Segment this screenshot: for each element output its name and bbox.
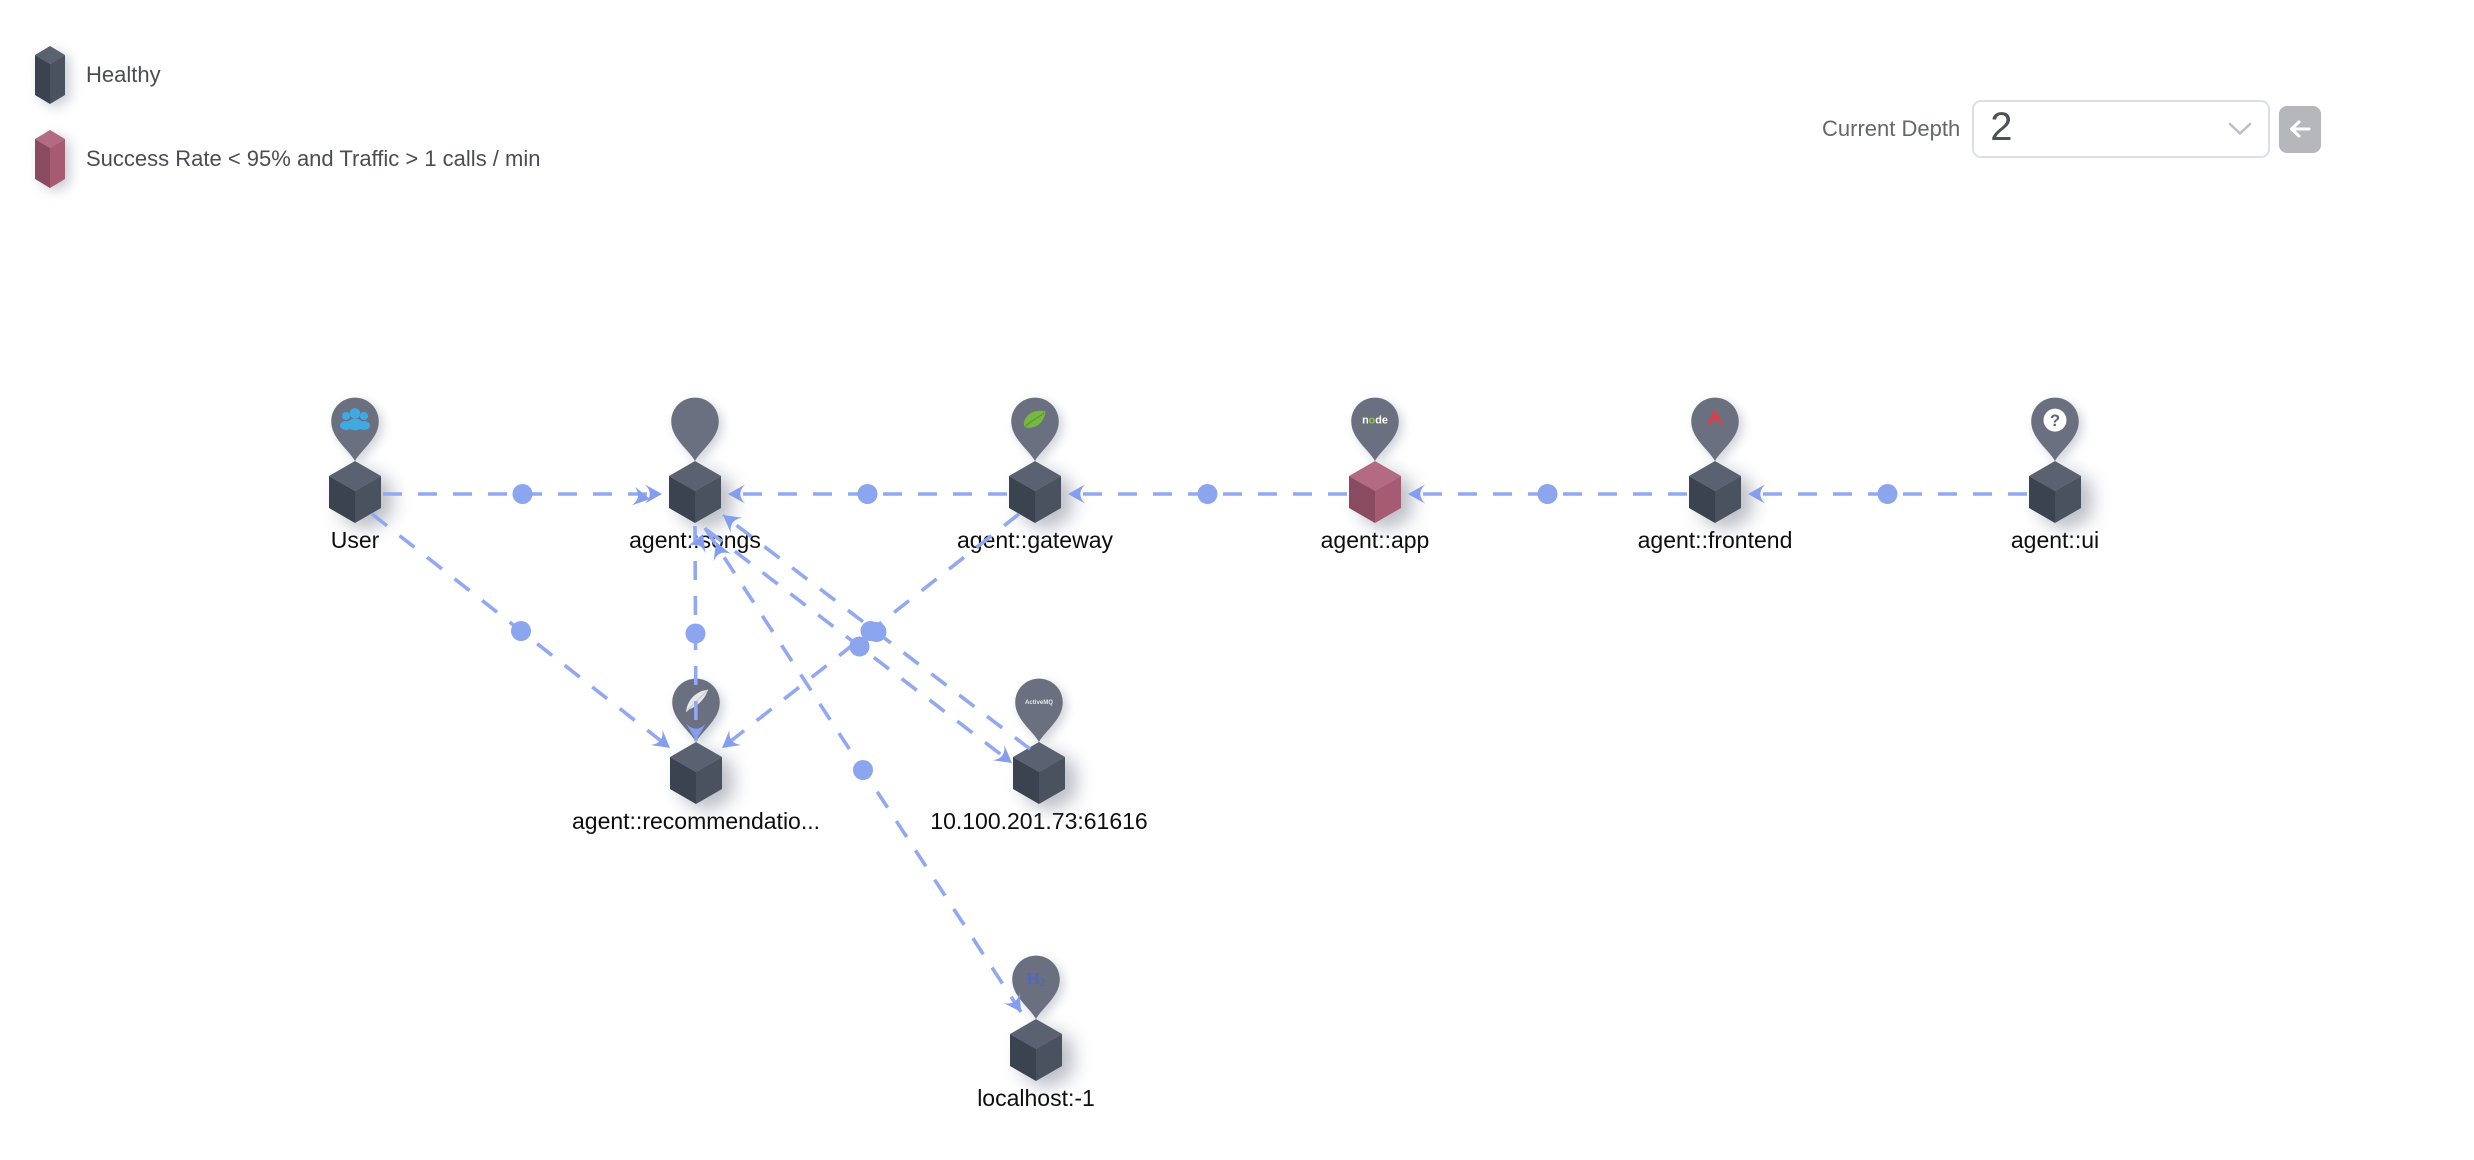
service-cube-healthy xyxy=(1013,742,1065,804)
edge-midpoint-dot xyxy=(860,621,881,641)
edge-midpoint-dot xyxy=(849,636,870,657)
graph-node-agent-songs[interactable]: agent::songs xyxy=(545,397,845,554)
graph-node-localhost[interactable]: H2 localhost:-1 xyxy=(886,955,1186,1112)
legend-cube-healthy-icon xyxy=(35,46,65,104)
users-pin-icon xyxy=(331,397,379,462)
svg-text:?: ? xyxy=(2050,412,2060,430)
legend-item: Healthy xyxy=(34,46,540,104)
graph-node-agent-recommendation[interactable]: agent::recommendatio... xyxy=(546,678,846,835)
h2-pin-icon: H2 xyxy=(1012,955,1060,1020)
graph-node-agent-app[interactable]: node agent::app xyxy=(1225,397,1525,554)
edge-midpoint-dot xyxy=(512,484,533,504)
service-cube-healthy xyxy=(1689,461,1741,523)
edge-midpoint-dot xyxy=(685,623,706,644)
activemq-pin-icon: ActiveMQ xyxy=(1015,678,1063,743)
graph-node-agent-gateway[interactable]: agent::gateway xyxy=(885,397,1185,554)
node-label: agent::frontend xyxy=(1637,527,1793,553)
current-depth-label: Current Depth xyxy=(1822,116,1961,141)
legend: Healthy Success Rate < 95% and Traffic >… xyxy=(34,46,540,214)
chevron-down-icon xyxy=(2228,122,2252,135)
feather-pin-icon xyxy=(672,678,720,743)
node-pin-icon: node xyxy=(1351,397,1399,462)
legend-cube-unhealthy-icon xyxy=(35,130,65,188)
legend-item: Success Rate < 95% and Traffic > 1 calls… xyxy=(34,130,540,188)
node-label: agent::gateway xyxy=(956,527,1113,553)
depth-select-value: 2 xyxy=(1990,105,2013,149)
graph-node-agent-frontend[interactable]: agent::frontend xyxy=(1565,397,1865,554)
service-cube-unhealthy xyxy=(1349,461,1401,523)
apache-red-pin-icon xyxy=(1691,397,1739,462)
service-cube-healthy xyxy=(2029,461,2081,523)
node-label: User xyxy=(330,527,380,553)
node-label: agent::ui xyxy=(2010,527,2100,553)
legend-label: Success Rate < 95% and Traffic > 1 calls… xyxy=(86,146,541,171)
edge-midpoint-dot xyxy=(1197,484,1218,504)
back-button[interactable] xyxy=(2279,105,2322,153)
arrow-left-icon xyxy=(2290,120,2311,138)
edge-midpoint-dot xyxy=(1877,484,1898,504)
edge-midpoint-dot xyxy=(866,622,887,642)
service-cube-healthy xyxy=(1010,1019,1062,1081)
edge-midpoint-dot xyxy=(511,621,531,641)
node-label: 10.100.201.73:61616 xyxy=(930,808,1148,834)
service-cube-healthy xyxy=(669,461,721,523)
spring-pin-icon xyxy=(1011,397,1059,462)
none-pin-icon xyxy=(671,397,719,462)
graph-node-agent-ui[interactable]: ? agent::ui xyxy=(1905,397,2205,554)
node-label: agent::recommendatio... xyxy=(571,808,821,834)
node-label: agent::app xyxy=(1320,527,1430,553)
edge-midpoint-dot xyxy=(1537,484,1558,504)
svg-text:node: node xyxy=(1362,414,1388,426)
depth-controls: Current Depth 2 xyxy=(1822,100,2322,158)
question-pin-icon: ? xyxy=(2031,397,2079,462)
node-label: agent::songs xyxy=(629,527,761,553)
legend-label: Healthy xyxy=(86,62,161,87)
graph-node-user[interactable]: User xyxy=(205,397,505,554)
edge-midpoint-dot xyxy=(853,760,873,780)
node-label: localhost:-1 xyxy=(977,1085,1095,1111)
service-cube-healthy xyxy=(329,461,381,523)
edge-midpoint-dot xyxy=(857,484,878,504)
svg-text:ActiveMQ: ActiveMQ xyxy=(1025,700,1053,706)
service-cube-healthy xyxy=(1009,461,1061,523)
depth-select[interactable]: 2 xyxy=(1972,100,2271,158)
service-cube-healthy xyxy=(670,742,722,804)
graph-node-activemq[interactable]: ActiveMQ 10.100.201.73:61616 xyxy=(889,678,1189,835)
